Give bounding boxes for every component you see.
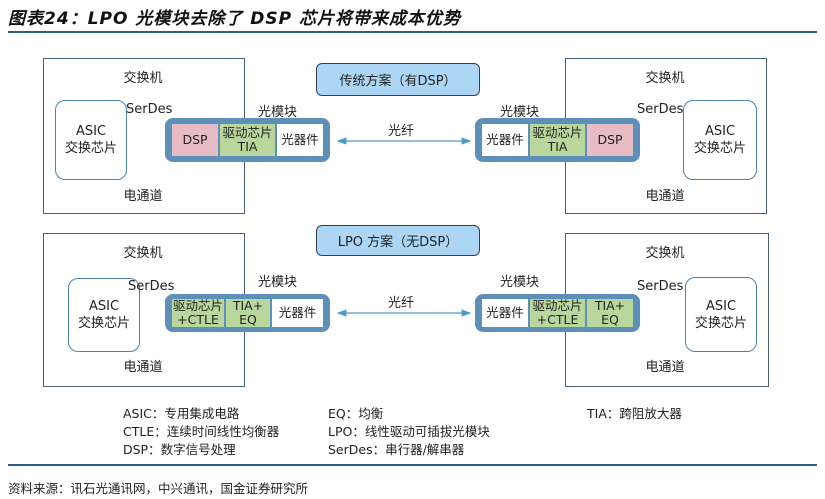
title-divider xyxy=(8,31,817,33)
electrical-channel-label: 电通道 xyxy=(123,360,163,375)
optical-label: 光器件 xyxy=(278,305,317,320)
asic-sublabel: 交换芯片 xyxy=(64,141,117,156)
module-label: 光模块 xyxy=(500,105,540,120)
legend-item: ASIC：专用集成电路 xyxy=(123,406,240,421)
optical-device: 光器件 xyxy=(272,299,323,327)
ctle-label: +CTLE xyxy=(177,312,219,327)
serdes-label: SerDes xyxy=(637,279,684,294)
legend-item: SerDes：串行器/解串器 xyxy=(328,442,465,457)
electrical-channel-label: 电通道 xyxy=(645,189,685,204)
legend-item: EQ：均衡 xyxy=(328,406,384,421)
asic-label: ASIC xyxy=(75,124,107,139)
dsp-label: DSP xyxy=(182,132,208,147)
serdes-label: SerDes xyxy=(126,102,173,117)
optical-device: 光器件 xyxy=(482,124,528,156)
asic-sublabel: 交换芯片 xyxy=(694,315,747,331)
tia-eq-chip: TIA+EQ xyxy=(587,299,633,327)
tia-label: TIA xyxy=(547,139,568,154)
figure-title: 图表24：LPO 光模块去除了 DSP 芯片将带来成本优势 xyxy=(8,9,461,29)
legend-item: TIA：跨阻放大器 xyxy=(587,406,682,421)
eq-label: EQ xyxy=(601,312,619,327)
switch-label: 交换机 xyxy=(123,71,163,86)
switch-label: 交换机 xyxy=(123,246,163,261)
asic-chip: ASIC 交换芯片 xyxy=(683,100,757,180)
ctle-label: +CTLE xyxy=(536,312,579,327)
optical-label: 光器件 xyxy=(486,132,524,147)
asic-label: ASIC xyxy=(88,299,120,314)
driver-ctle-chip: 驱动芯片+CTLE xyxy=(530,299,585,327)
eq-label: EQ xyxy=(239,312,257,327)
driver-label: 驱动芯片 xyxy=(532,125,583,140)
optical-device: 光器件 xyxy=(277,124,323,156)
asic-chip: ASIC 交换芯片 xyxy=(68,278,140,352)
asic-sublabel: 交换芯片 xyxy=(77,316,130,331)
legend-item: CTLE：连续时间线性均衡器 xyxy=(123,424,280,439)
driver-ctle-chip: 驱动芯片+CTLE xyxy=(172,299,224,327)
optical-device: 光器件 xyxy=(482,299,528,327)
serdes-label: SerDes xyxy=(128,279,175,294)
dsp-chip: DSP xyxy=(172,124,218,156)
dsp-chip: DSP xyxy=(587,124,633,156)
asic-label: ASIC xyxy=(704,124,736,139)
fiber-label: 光纤 xyxy=(388,296,415,311)
switch-label: 交换机 xyxy=(645,71,685,86)
asic-label: ASIC xyxy=(705,298,737,314)
driver-label: 驱动芯片 xyxy=(172,298,223,313)
switch-label: 交换机 xyxy=(645,246,685,261)
serdes-label: SerDes xyxy=(637,102,684,117)
electrical-channel-label: 电通道 xyxy=(645,360,685,375)
driver-label: 驱动芯片 xyxy=(222,125,273,140)
legend-item: DSP：数字信号处理 xyxy=(123,442,236,457)
fiber-label: 光纤 xyxy=(388,124,415,139)
optical-label: 光器件 xyxy=(486,305,524,320)
asic-sublabel: 交换芯片 xyxy=(693,141,746,156)
scheme-lpo: LPO 方案（无DSP） xyxy=(316,225,480,256)
module-label: 光模块 xyxy=(500,275,540,290)
electrical-channel-label: 电通道 xyxy=(123,189,163,204)
tia-eq-chip: TIA+EQ xyxy=(226,299,270,327)
tia-label: TIA xyxy=(237,139,258,154)
optical-label: 光器件 xyxy=(281,132,319,147)
dsp-label: DSP xyxy=(597,132,623,147)
legend-item: LPO：线性驱动可插拔光模块 xyxy=(328,424,490,439)
asic-chip: ASIC 交换芯片 xyxy=(55,100,127,180)
source-divider xyxy=(8,464,817,466)
module-label: 光模块 xyxy=(258,105,298,120)
source-note: 资料来源：讯石光通讯网，中兴通讯，国金证券研究所 xyxy=(8,481,309,496)
driver-label: 驱动芯片 xyxy=(532,298,583,313)
scheme-traditional: 传统方案（有DSP） xyxy=(316,63,480,96)
module-label: 光模块 xyxy=(258,275,298,290)
tia-label: TIA+ xyxy=(232,298,264,313)
tia-label: TIA+ xyxy=(594,298,626,313)
